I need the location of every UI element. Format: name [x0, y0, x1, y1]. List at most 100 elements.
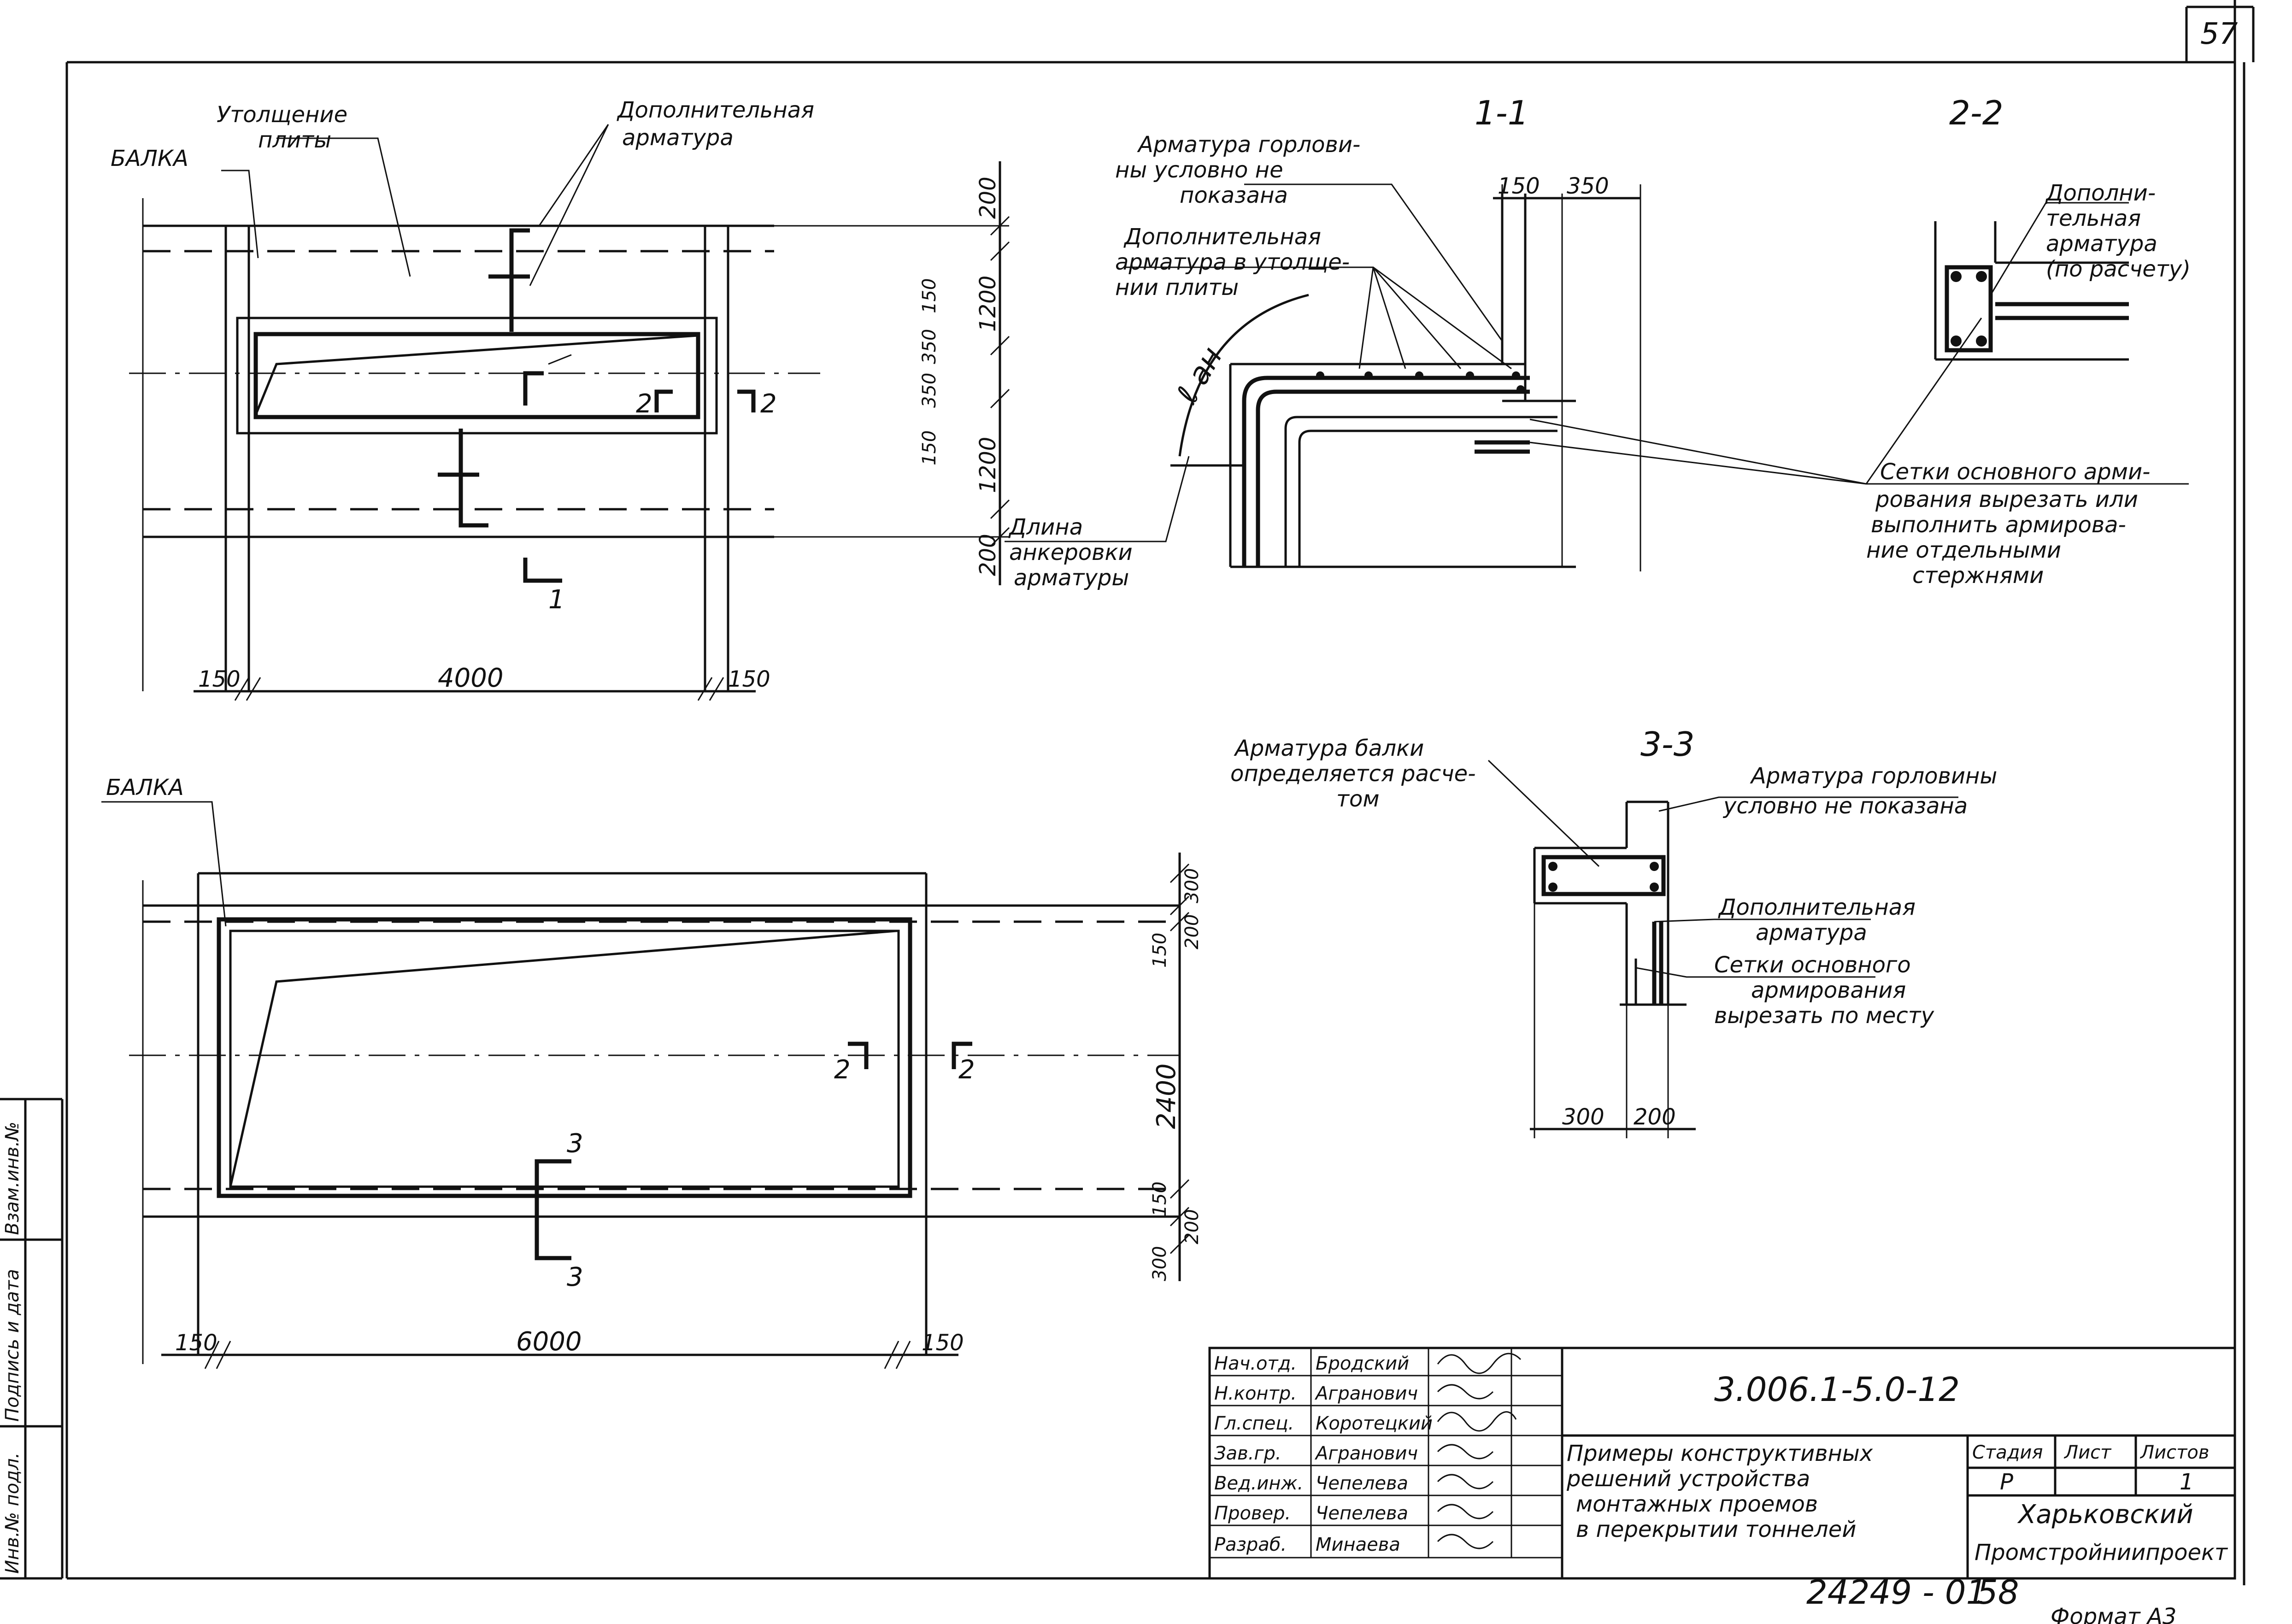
- plan2-dim-300-bot: 300: [1149, 1246, 1170, 1281]
- sec11-anchorage-line1: Длина: [1008, 514, 1083, 540]
- org-line-2: Промстройниипроект: [1975, 1540, 2228, 1565]
- title-line-2: решений устройства: [1566, 1466, 1810, 1492]
- sec33-note2-line2: условно не показана: [1722, 793, 1968, 819]
- stamp-label-2: Инв.№ подл.: [2, 1453, 23, 1574]
- title-line-1: Примеры конструктивных: [1567, 1441, 1873, 1466]
- sec33-dim-300: 300: [1562, 1104, 1604, 1130]
- section-3-3: [1487, 759, 1958, 1138]
- section-3-3-title: 3-3: [1640, 725, 1695, 764]
- plan-1: [129, 124, 1010, 701]
- title-block: [1208, 1347, 2236, 1580]
- plan1-extra-rebar-label-1: Дополнительная: [617, 97, 814, 123]
- plan2-section-2b-mark: 2: [958, 1055, 975, 1085]
- sec22-note2-line5: стержнями: [1912, 563, 2044, 588]
- plan2-dim-150-right: 150: [922, 1330, 964, 1356]
- sec33-dim-200: 200: [1634, 1104, 1676, 1130]
- plan-2: [101, 801, 1190, 1369]
- inventory-number: 24249 - 01: [1806, 1573, 1987, 1612]
- role-1: Н.контр.: [1214, 1383, 1297, 1404]
- plan1-dim-1200-bot: 1200: [975, 437, 1001, 493]
- plan2-dim-150-top: 150: [1149, 933, 1170, 968]
- name-4: Чепелева: [1316, 1473, 1408, 1494]
- sec33-note3-line1: Дополнительная: [1718, 894, 1916, 920]
- sheets-header: Листов: [2139, 1442, 2209, 1463]
- sec11-note2-line3: нии плиты: [1115, 275, 1239, 300]
- sec22-note1-line2: тельная: [2046, 206, 2141, 231]
- org-line-1: Харьковский: [2017, 1500, 2193, 1530]
- plan1-dim-150-right: 150: [728, 666, 770, 692]
- plan1-thickening-label-2: плиты: [258, 127, 331, 153]
- sec33-note4-line1: Сетки основного: [1714, 952, 1911, 978]
- role-4: Вед.инж.: [1214, 1473, 1303, 1494]
- sec11-note1-line3: показана: [1180, 182, 1288, 208]
- plan2-section-2a-mark: 2: [834, 1055, 851, 1085]
- sec33-note4-line2: армирования: [1751, 977, 1906, 1003]
- sec11-anchorage-symbol: ℓ ан: [1170, 341, 1229, 410]
- format-label: Формат А3: [2051, 1604, 2176, 1624]
- name-0: Бродский: [1316, 1353, 1409, 1374]
- sec33-note1-line3: том: [1336, 786, 1380, 812]
- plan2-dim-200-bot: 200: [1181, 1209, 1203, 1244]
- plan1-dim-1200-top: 1200: [975, 276, 1001, 332]
- sec11-note2-line1: Дополнительная: [1123, 224, 1321, 250]
- stamp-label-1: Подпись и дата: [2, 1269, 23, 1422]
- sec22-note2-line2: рования вырезать или: [1875, 487, 2138, 512]
- sec11-dim-350: 350: [1567, 173, 1609, 199]
- plan2-dim-6000: 6000: [516, 1327, 582, 1357]
- sec22-note2-line4: ние отдельными: [1866, 537, 2061, 563]
- name-6: Минаева: [1316, 1534, 1400, 1555]
- sec22-note1-line1: Дополни-: [2045, 180, 2156, 206]
- sheets-value: 1: [2180, 1469, 2194, 1495]
- sec22-note2-line3: выполнить армирова-: [1871, 512, 2126, 538]
- page-number: 57: [2200, 17, 2238, 51]
- role-0: Нач.отд.: [1214, 1353, 1297, 1374]
- bottom-page-number: 58: [1977, 1573, 2019, 1612]
- name-5: Чепелева: [1316, 1503, 1408, 1524]
- plan1-section-1-mark: 1: [548, 585, 565, 615]
- plan1-dim-4000: 4000: [438, 663, 504, 693]
- sec22-note1-line3: арматура: [2046, 231, 2157, 257]
- plan1-section-2b-mark: 2: [760, 389, 777, 419]
- plan2-section-3b-mark: 3: [567, 1262, 583, 1292]
- sec11-dim-150: 150: [1498, 173, 1540, 199]
- plan1-dim-150-left: 150: [198, 666, 241, 692]
- sec11-note2-line2: арматура в утолще-: [1115, 249, 1350, 275]
- plan2-dim-150-bot: 150: [1149, 1182, 1170, 1217]
- sec33-note1-line1: Арматура балки: [1234, 736, 1424, 761]
- name-2: Коротецкий: [1316, 1413, 1433, 1434]
- plan1-dim-150-b: 150: [919, 430, 940, 465]
- plan1-thickening-label-1: Утолщение: [217, 102, 347, 128]
- sec11-anchorage-line3: арматуры: [1014, 565, 1129, 591]
- sec33-note3-line2: арматура: [1756, 920, 1867, 946]
- plan2-dim-2400: 2400: [1152, 1063, 1181, 1129]
- plan2-dim-200-top: 200: [1181, 914, 1203, 949]
- plan1-dim-150-a: 150: [919, 278, 940, 313]
- section-2-2-title: 2-2: [1949, 94, 2004, 132]
- role-5: Провер.: [1214, 1503, 1291, 1524]
- section-1-1: [1005, 183, 1641, 571]
- stamp-label-0: Взам.инв.№: [2, 1122, 23, 1235]
- stage-header: Стадия: [1972, 1442, 2043, 1463]
- sec33-note2-line1: Арматура горловины: [1750, 763, 1997, 789]
- sec22-note2-line1: Сетки основного арми-: [1880, 459, 2150, 485]
- name-1: Агранович: [1314, 1383, 1418, 1404]
- sec22-note1-line4: (по расчету): [2046, 256, 2191, 282]
- section-1-1-title: 1-1: [1475, 94, 1529, 132]
- plan2-dim-150-left: 150: [175, 1330, 217, 1356]
- title-line-4: в перекрытии тоннелей: [1576, 1517, 1856, 1542]
- plan2-beam-label: БАЛКА: [106, 775, 184, 800]
- plan1-beam-label: БАЛКА: [111, 146, 188, 171]
- plan1-dim-200-top: 200: [975, 177, 1001, 219]
- plan1-dim-350-b: 350: [919, 373, 940, 408]
- plan2-section-3a-mark: 3: [567, 1129, 583, 1159]
- plan1-dim-350-a: 350: [919, 329, 940, 364]
- plan1-extra-rebar-label-2: арматура: [622, 125, 734, 151]
- section-2-2: [1529, 202, 2189, 485]
- drawing-code: 3.006.1-5.0-12: [1714, 1370, 1960, 1409]
- sec11-anchorage-line2: анкеровки: [1009, 540, 1133, 565]
- stage-value: Р: [2000, 1469, 2013, 1495]
- plan1-section-2a-mark: 2: [636, 389, 652, 419]
- sec11-note1-line2: ны условно не: [1115, 157, 1283, 183]
